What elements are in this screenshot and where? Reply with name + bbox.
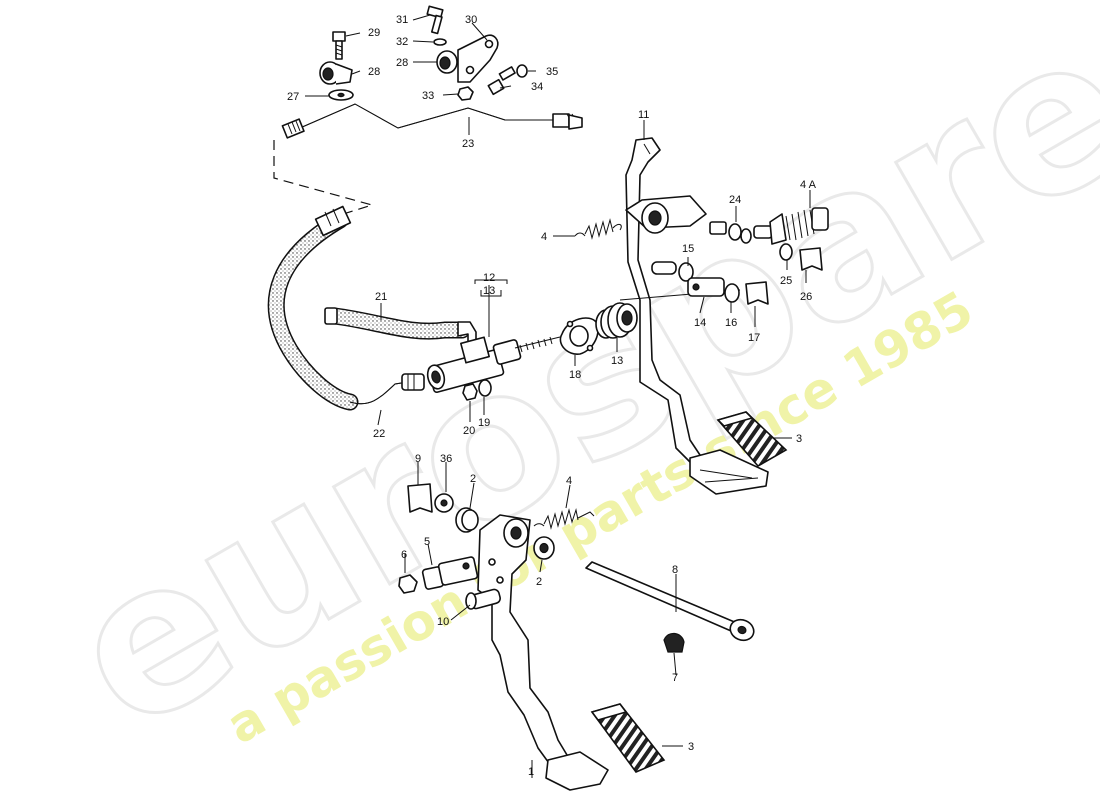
label-8: 8: [672, 564, 678, 576]
label-34: 34: [531, 81, 543, 93]
brake-pipe: [299, 103, 555, 129]
master-cylinder-12: [426, 336, 561, 394]
label-14: 14: [694, 317, 706, 329]
label-33: 33: [422, 90, 434, 102]
brake-line-group: [267, 103, 583, 411]
label-36: 36: [440, 453, 452, 465]
label-15: 15: [682, 243, 694, 255]
hose-top-fitting: [314, 205, 352, 237]
shaft-8: [585, 561, 755, 642]
bumper-7: [663, 632, 685, 653]
pipe-fitting-left: [281, 118, 305, 139]
pivot-stub-10: [465, 588, 501, 610]
label-28-right: 28: [396, 57, 408, 69]
label-20: 20: [463, 425, 475, 437]
clip-26: [799, 247, 823, 271]
gasket-18: [559, 317, 599, 355]
label-4-lower: 4: [566, 475, 572, 487]
label-13-cylinder: 13: [483, 285, 495, 297]
clevis-5: [421, 556, 479, 590]
bracket-30: [457, 34, 499, 83]
washer-27: [328, 89, 354, 101]
bolt-31: [426, 5, 444, 35]
label-29: 29: [368, 27, 380, 39]
label-3-upper: 3: [796, 433, 802, 445]
label-4-upper: 4: [541, 231, 547, 243]
label-27: 27: [287, 91, 299, 103]
label-28-left: 28: [368, 66, 380, 78]
label-16: 16: [725, 317, 737, 329]
label-21: 21: [375, 291, 387, 303]
reservoir-hose-body: [328, 309, 469, 339]
clip-9: [407, 483, 433, 513]
label-12: 12: [483, 272, 495, 284]
label-2-lower: 2: [536, 576, 542, 588]
washer-16: [724, 283, 740, 303]
nut-20: [462, 383, 478, 401]
leader-lines: [305, 14, 811, 778]
label-22: 22: [373, 428, 385, 440]
label-35: 35: [546, 66, 558, 78]
washer-19: [478, 379, 492, 397]
label-19: 19: [478, 417, 490, 429]
label-6: 6: [401, 549, 407, 561]
label-32: 32: [396, 36, 408, 48]
label-7: 7: [672, 672, 678, 684]
label-26: 26: [800, 291, 812, 303]
bolt-34: [487, 66, 516, 96]
connector-dash-line: [273, 140, 375, 216]
brake-hose-body: [269, 213, 357, 409]
clutch-pedal-assembly: [574, 137, 829, 495]
part-labels: 29 28 27 31 32 28 30 33 34 35 23 21 22 1…: [287, 14, 817, 778]
label-9: 9: [415, 453, 421, 465]
washer-25: [779, 243, 793, 261]
pipe-fitting-right: [552, 113, 583, 130]
hose-bottom-fitting: [401, 373, 425, 391]
pin-24: [709, 221, 752, 244]
master-cylinder-group: [324, 302, 638, 401]
label-1: 1: [528, 766, 534, 778]
label-4A: 4 A: [800, 179, 817, 191]
label-5: 5: [424, 536, 430, 548]
label-17: 17: [748, 332, 760, 344]
label-23: 23: [462, 138, 474, 150]
label-3-lower: 3: [688, 741, 694, 753]
helper-spring-4A: [753, 207, 829, 245]
brake-pedal-foot: [545, 751, 609, 791]
label-18: 18: [569, 369, 581, 381]
brake-pedal-assembly: [398, 483, 755, 791]
label-13-boot: 13: [611, 355, 623, 367]
link-14: [687, 277, 725, 297]
label-10: 10: [437, 616, 449, 628]
bracket-assembly: [319, 5, 528, 101]
washer-32: [433, 38, 447, 46]
label-2-upper: 2: [470, 473, 476, 485]
clutch-pedal-foot: [689, 449, 769, 495]
boot-13: [595, 302, 638, 339]
clutch-pivot-boss: [625, 195, 707, 234]
clip-28-second: [436, 50, 458, 74]
clip-28: [319, 61, 353, 85]
label-31: 31: [396, 14, 408, 26]
pedal-pad-lower: [590, 703, 666, 773]
label-25: 25: [780, 275, 792, 287]
label-30: 30: [465, 14, 477, 26]
bushing-2-upper: [455, 507, 479, 533]
pedal-pad-upper: [716, 411, 788, 468]
label-24: 24: [729, 194, 741, 206]
bolt-29: [332, 31, 346, 60]
bushing-15: [651, 261, 694, 282]
bushing-2-lower: [533, 536, 555, 560]
nut-33: [457, 86, 474, 101]
washer-35: [516, 64, 528, 78]
clip-17: [745, 281, 769, 305]
spring-4-upper: [574, 218, 622, 240]
spring-4-lower: [533, 508, 595, 530]
clutch-pedal-arm: [625, 137, 701, 463]
nut-6: [398, 574, 418, 594]
label-11: 11: [638, 109, 649, 121]
